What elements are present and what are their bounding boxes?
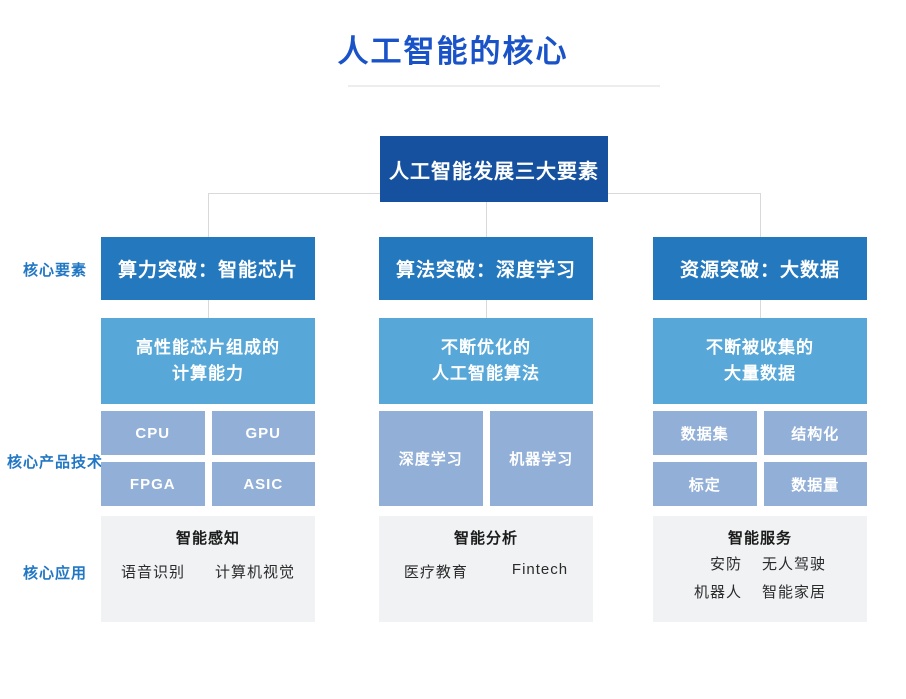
page-title: 人工智能的核心: [337, 34, 569, 69]
tech-cell: 数据量: [763, 462, 867, 506]
application-items: 医疗教育 Fintech: [379, 561, 593, 582]
tech-cell: GPU: [211, 411, 315, 455]
column-summary-box: 高性能芯片组成的 计算能力: [101, 318, 315, 404]
connector-drop-right: [760, 193, 761, 237]
side-label-core-applications: 核心应用: [22, 565, 87, 582]
three-factors-box: 人工智能发展三大要素: [380, 136, 608, 202]
connector-stub-left: [208, 300, 209, 318]
application-item: 计算机视觉: [215, 564, 296, 581]
application-title: 智能分析: [453, 530, 518, 547]
application-title: 智能感知: [175, 530, 240, 547]
tech-cell: 结构化: [763, 411, 867, 455]
application-items: 语音识别 计算机视觉: [101, 561, 315, 582]
tech-cell: 深度学习: [379, 411, 483, 506]
summary-line: 人工智能算法: [432, 364, 540, 383]
tech-cell: CPU: [101, 411, 205, 455]
column-summary-box: 不断优化的 人工智能算法: [379, 318, 593, 404]
column-header: 算法突破：深度学习: [379, 237, 593, 300]
application-title: 智能服务: [727, 530, 792, 547]
summary-line: 大量数据: [724, 364, 796, 383]
application-item: 无人驾驶: [762, 556, 827, 573]
connector-stub-right: [760, 300, 761, 318]
side-label-core-products: 核心产品技术: [6, 454, 103, 471]
column-big-data: 资源突破：大数据 不断被收集的 大量数据 数据集 结构化 标定 数据量 智能服务…: [653, 237, 867, 622]
column-algorithms: 算法突破：深度学习 不断优化的 人工智能算法 深度学习 机器学习 智能分析 医疗…: [379, 237, 593, 622]
tech-grid: 深度学习 机器学习: [379, 411, 593, 506]
summary-line: 不断被收集的: [706, 338, 814, 357]
tech-grid: CPU GPU FPGA ASIC: [101, 411, 315, 506]
tech-cell: 机器学习: [489, 411, 593, 506]
connector-drop-left: [208, 193, 209, 237]
title-divider: [348, 85, 660, 87]
application-item: 安防: [709, 556, 742, 573]
application-item: 医疗教育: [403, 564, 468, 581]
application-panel: 智能感知 语音识别 计算机视觉: [101, 516, 315, 622]
tech-cell: FPGA: [101, 462, 205, 506]
application-panel: 智能服务 安防 无人驾驶 机器人 智能家居: [653, 516, 867, 622]
column-summary-box: 不断被收集的 大量数据: [653, 318, 867, 404]
application-item: 机器人: [693, 584, 742, 601]
tech-cell: 标定: [653, 462, 757, 506]
tech-grid: 数据集 结构化 标定 数据量: [653, 411, 867, 506]
column-header: 算力突破：智能芯片: [101, 237, 315, 300]
tech-cell: 数据集: [653, 411, 757, 455]
column-computing-power: 算力突破：智能芯片 高性能芯片组成的 计算能力 CPU GPU FPGA ASI…: [101, 237, 315, 622]
side-label-core-elements: 核心要素: [22, 262, 87, 279]
connector-stub-middle: [486, 300, 487, 318]
application-item: Fintech: [511, 561, 569, 578]
application-item: 语音识别: [120, 564, 185, 581]
connector-drop-middle: [486, 200, 487, 237]
application-panel: 智能分析 医疗教育 Fintech: [379, 516, 593, 622]
summary-line: 不断优化的: [441, 338, 531, 357]
column-header: 资源突破：大数据: [653, 237, 867, 300]
application-item: 智能家居: [762, 584, 827, 601]
application-items: 安防 无人驾驶 机器人 智能家居: [694, 553, 826, 602]
summary-line: 计算能力: [172, 364, 244, 383]
summary-line: 高性能芯片组成的: [136, 338, 280, 357]
tech-cell: ASIC: [211, 462, 315, 506]
